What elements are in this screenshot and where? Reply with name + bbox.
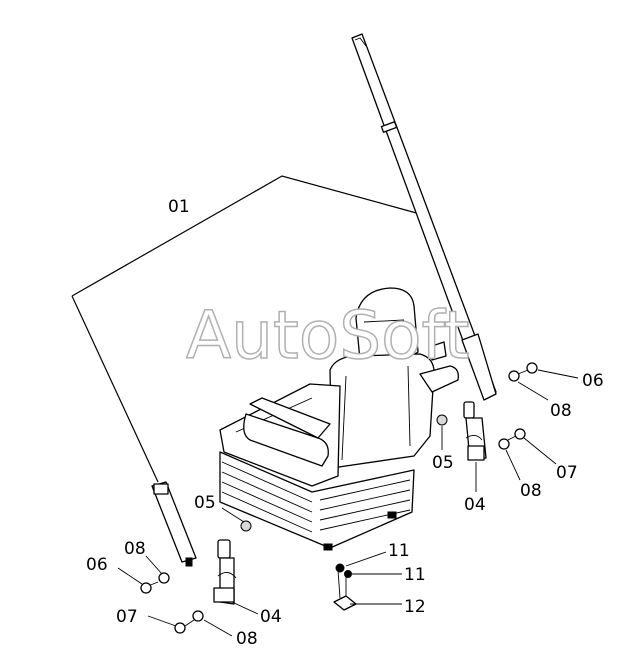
callout-08-left-upper: 08 — [124, 539, 146, 559]
left-washer-lower — [192, 610, 204, 622]
bolt-11-lower — [344, 570, 352, 578]
spacer-left — [240, 520, 252, 532]
callout-05-right: 05 — [432, 453, 454, 473]
callout-07-left: 07 — [116, 607, 138, 627]
left-bolt-06 — [140, 581, 159, 594]
callout-11-lower: 11 — [404, 565, 426, 585]
callout-12: 12 — [404, 597, 426, 617]
spacer-right — [436, 414, 448, 426]
callout-04-left: 04 — [260, 607, 282, 627]
callout-08-right-upper: 08 — [550, 401, 572, 421]
right-bolt-06 — [517, 362, 538, 375]
seat-base-ribs — [221, 461, 411, 533]
callout-04-right: 04 — [464, 495, 486, 515]
callout-06-right: 06 — [582, 371, 604, 391]
operator-seat — [219, 287, 459, 551]
callout-01: 01 — [168, 197, 190, 217]
callout-08-left-lower: 08 — [236, 629, 258, 649]
right-buckle-strap — [463, 401, 487, 461]
callout-11-upper: 11 — [388, 541, 410, 561]
right-washer-upper — [508, 370, 520, 382]
shoulder-belt-upper — [351, 33, 497, 401]
left-buckle-strap — [213, 539, 237, 605]
left-anchor-strap — [151, 481, 197, 567]
right-washer-lower — [498, 438, 510, 450]
bolt-11-upper — [335, 563, 345, 573]
right-bolt-07 — [507, 428, 526, 441]
callout-07-right: 07 — [556, 463, 578, 483]
assembly-01-leader — [71, 175, 421, 483]
callout-08-right-lower: 08 — [520, 481, 542, 501]
left-bolt-07 — [174, 619, 195, 634]
left-washer-upper — [158, 572, 170, 584]
callout-05-left: 05 — [194, 493, 216, 513]
callout-leaders — [117, 369, 579, 637]
callout-06-left: 06 — [86, 555, 108, 575]
autosoft-watermark: AutoSoft — [186, 297, 469, 374]
